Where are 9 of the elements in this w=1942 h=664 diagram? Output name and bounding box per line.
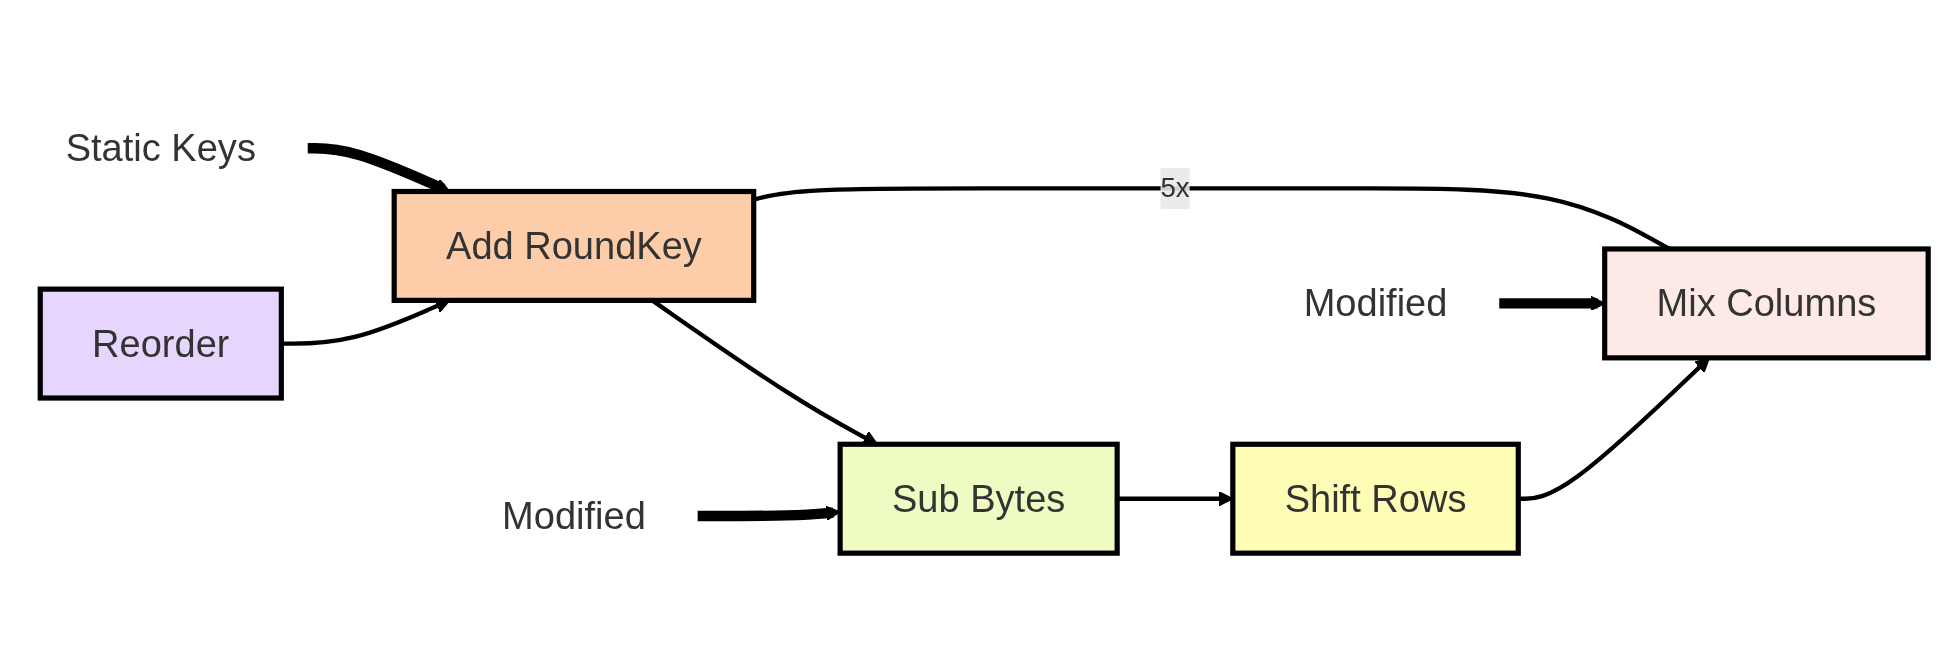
node-box: Mix Columns [1602, 246, 1931, 361]
node-text: Modified [502, 494, 646, 538]
node-text: Static Keys [65, 126, 256, 170]
edge-label: 5x [1160, 172, 1190, 203]
node-box: Reorder [37, 286, 284, 401]
node-text: Modified [1303, 281, 1448, 325]
node-box: Shift Rows [1230, 441, 1521, 556]
node-box: Add RoundKey [391, 188, 757, 303]
node-box: Sub Bytes [837, 441, 1120, 556]
